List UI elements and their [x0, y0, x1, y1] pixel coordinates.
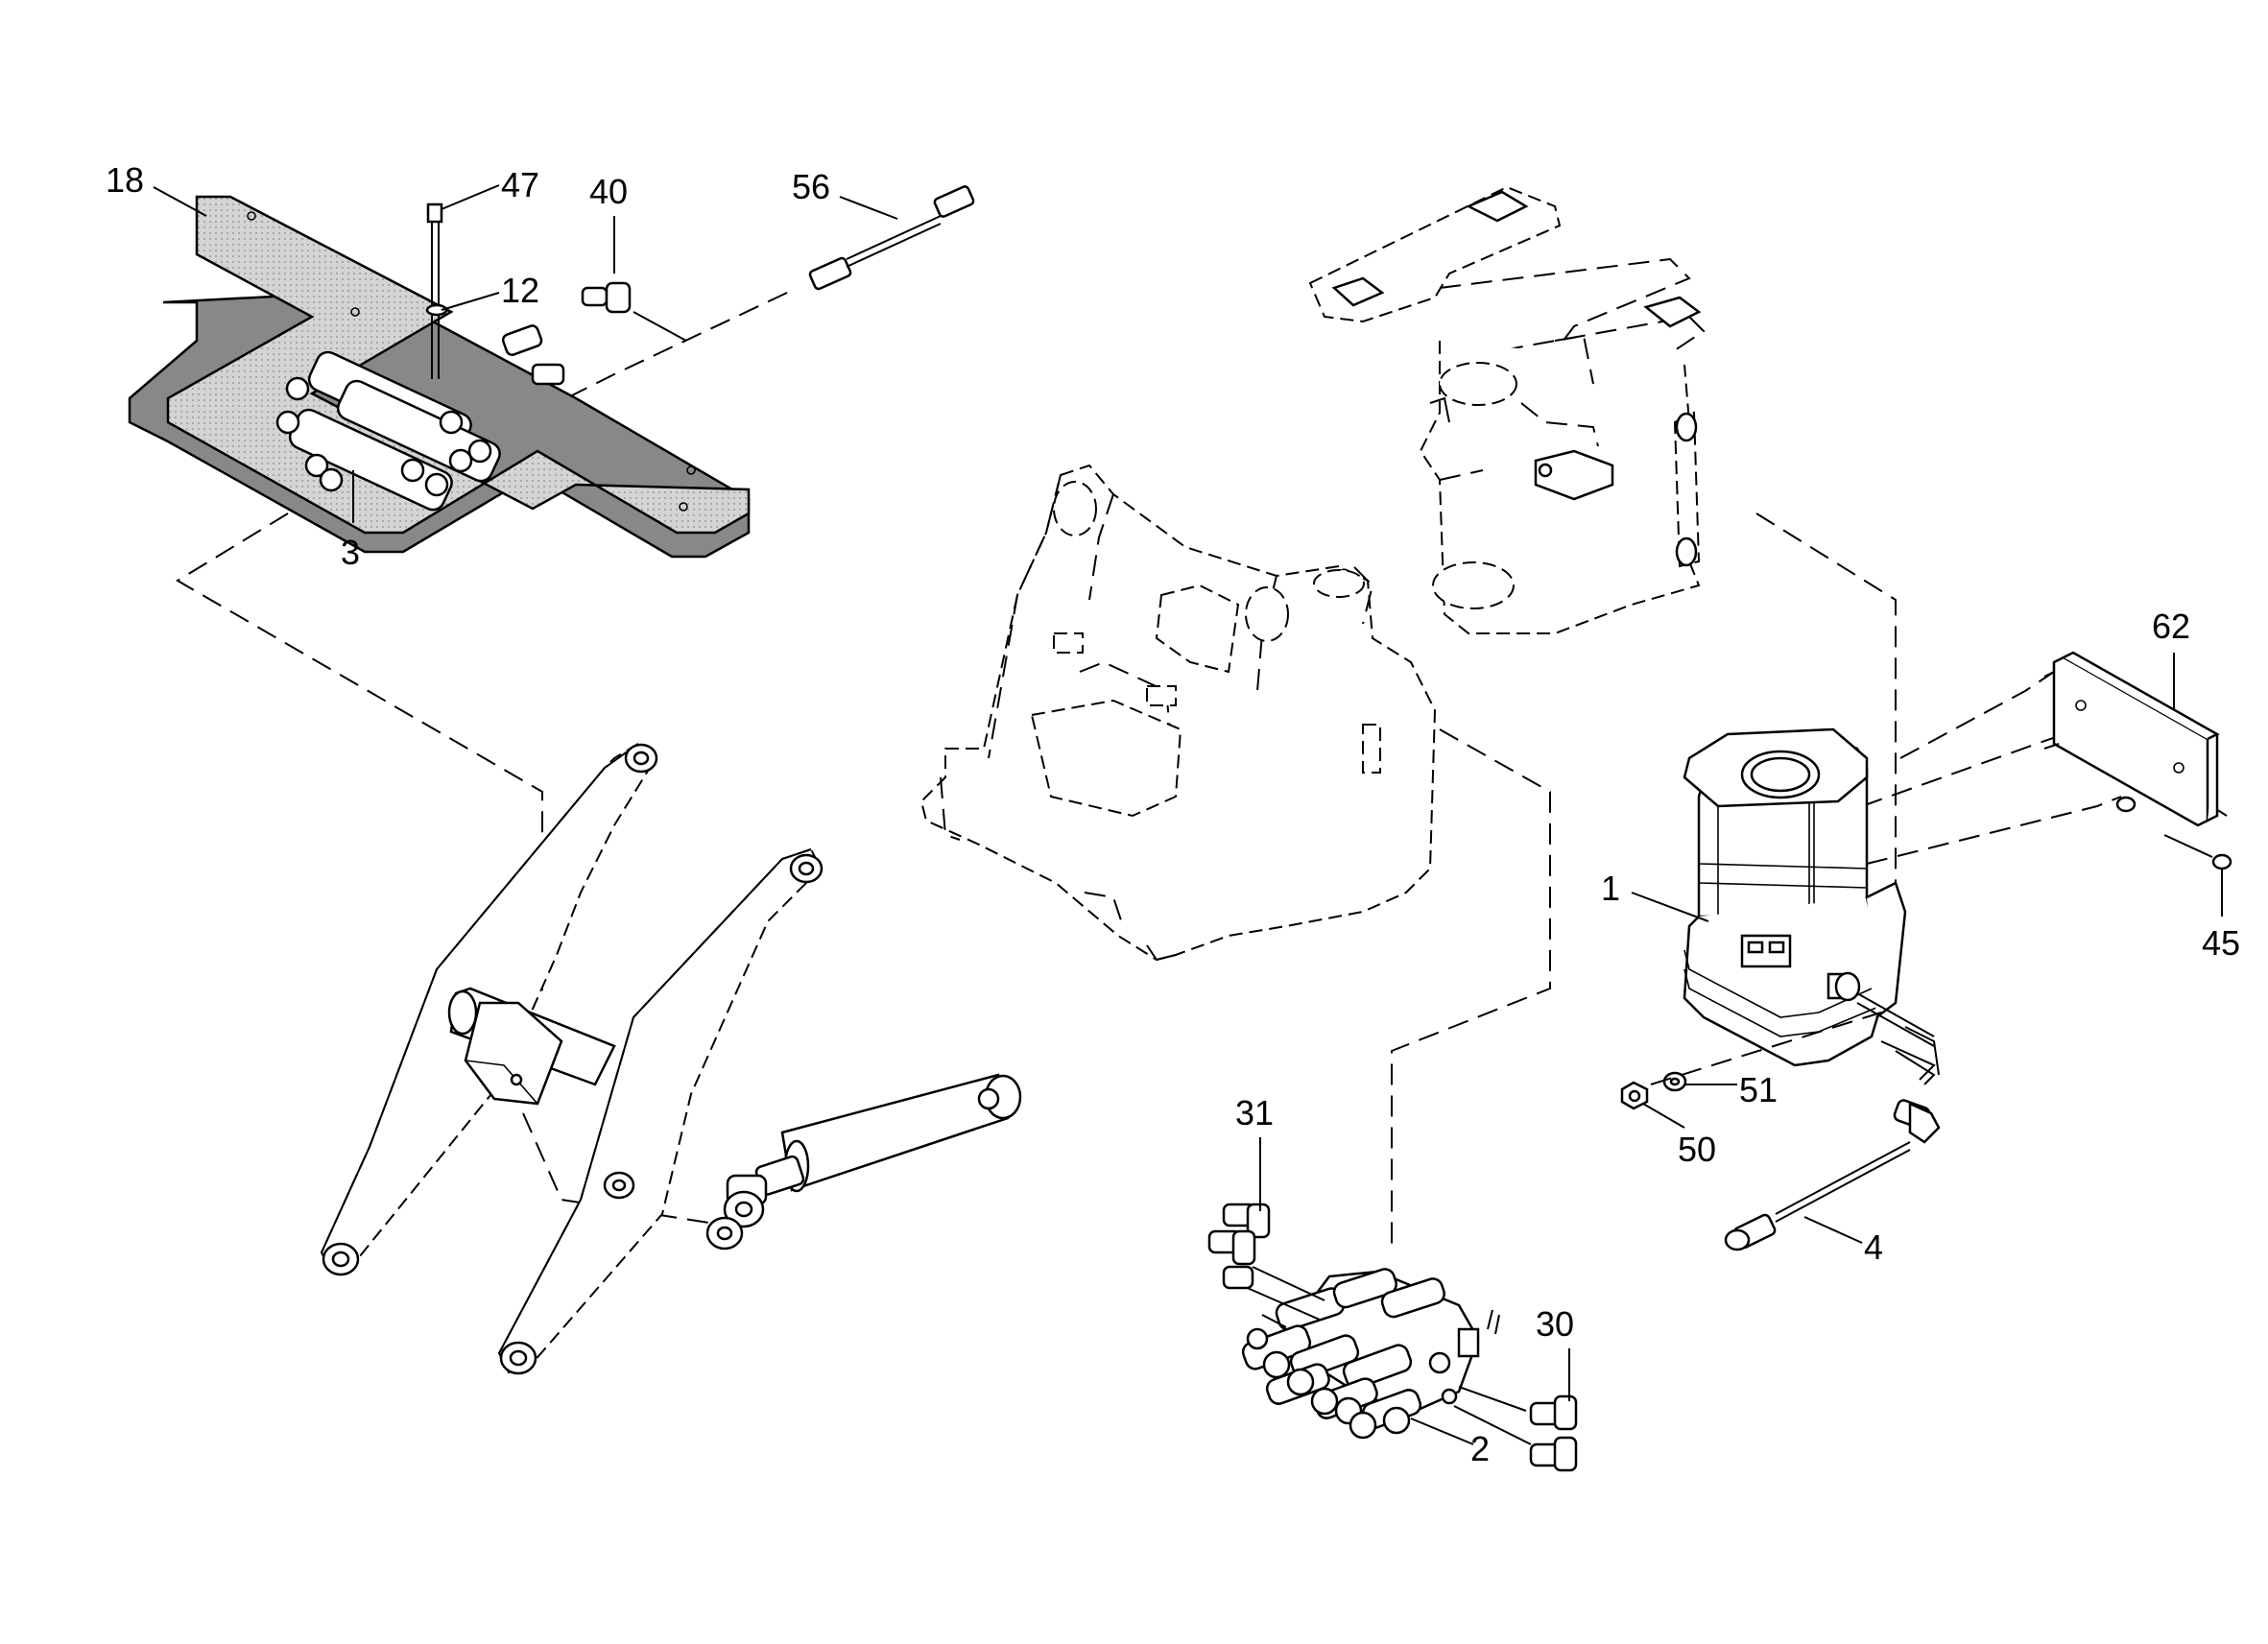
hydraulic-cylinder [705, 1073, 1022, 1251]
callout-45: 45 [2202, 923, 2240, 963]
hose-56 [808, 185, 975, 291]
callout-56: 56 [792, 167, 830, 206]
loader-arms [320, 742, 824, 1375]
callout-40: 40 [589, 172, 628, 211]
elbow-fitting-40 [581, 281, 687, 342]
callout-12: 12 [501, 271, 539, 310]
mounting-bracket [2043, 651, 2220, 827]
callout-1: 1 [1601, 869, 1620, 908]
bolt-47 [425, 203, 448, 379]
callout-31: 31 [1235, 1093, 1274, 1132]
callout-50: 50 [1678, 1130, 1716, 1169]
rear-frame [1308, 185, 1706, 634]
callout-51: 51 [1739, 1070, 1778, 1109]
grease-pump [1683, 727, 1935, 1067]
callout-4: 4 [1864, 1227, 1883, 1267]
callout-30: 30 [1536, 1304, 1574, 1344]
hose-4 [1724, 1026, 1941, 1251]
elbow-fittings-30 [1529, 1394, 1578, 1472]
callout-62: 62 [2152, 607, 2190, 646]
distributor-block [1241, 1266, 1532, 1445]
plate-distributor [275, 324, 565, 512]
callout-labels: 18 47 40 56 12 3 62 1 45 51 50 4 31 30 2 [106, 160, 2240, 1468]
callout-2: 2 [1470, 1429, 1490, 1468]
front-frame [919, 464, 1437, 962]
callout-47: 47 [501, 165, 539, 204]
elbow-fittings-31 [1207, 1203, 1271, 1290]
nut-and-washer [1620, 1012, 1882, 1110]
callout-18: 18 [106, 160, 144, 200]
leader-lines [153, 184, 2223, 1445]
callout-3: 3 [341, 533, 360, 572]
